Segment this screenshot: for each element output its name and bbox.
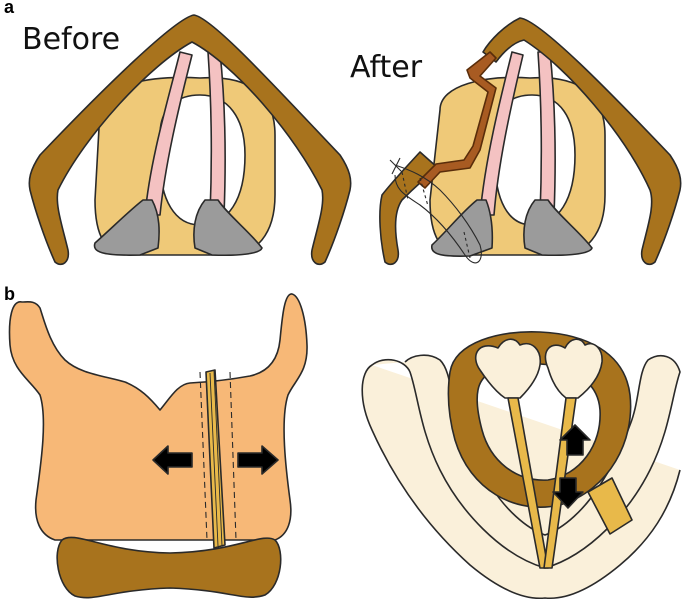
after-thyroid-left (380, 152, 438, 264)
after-vocal-fold-right (538, 52, 555, 215)
arytenoid-left-top (476, 339, 541, 398)
thyroid-cartilage-front (10, 294, 308, 540)
before-larynx (29, 15, 350, 264)
laryngoplasty-top-view (362, 332, 680, 598)
before-vocal-fold-right (208, 52, 225, 215)
after-suture-knot (390, 158, 402, 174)
cricoid-cartilage-front (57, 537, 281, 597)
after-larynx (380, 18, 681, 264)
laryngoplasty-front-view (10, 294, 308, 598)
